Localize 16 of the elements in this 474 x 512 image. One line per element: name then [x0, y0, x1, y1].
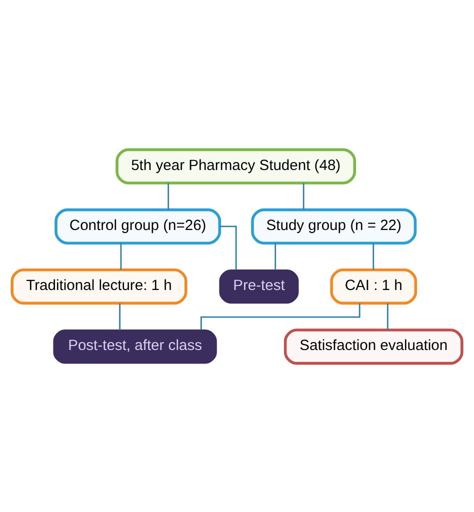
connector	[120, 242, 122, 270]
connector	[386, 302, 388, 330]
connector	[274, 242, 276, 270]
node-box: 5th year Pharmacy Student (48)	[116, 148, 356, 184]
connector	[220, 225, 237, 270]
node-box: Post-test, after class	[53, 329, 217, 364]
connector	[372, 242, 374, 270]
node-box: Pre-test	[219, 268, 299, 304]
node-box: Study group (n = 22)	[251, 208, 417, 244]
node-box: Satisfaction evaluation	[284, 328, 464, 364]
connector	[168, 182, 170, 210]
node-box: CAI : 1 h	[330, 268, 418, 304]
node-box: Traditional lecture: 1 h	[10, 268, 188, 304]
node-box: Control group (n=26)	[54, 208, 222, 244]
connector	[119, 302, 120, 330]
connector	[302, 182, 304, 210]
